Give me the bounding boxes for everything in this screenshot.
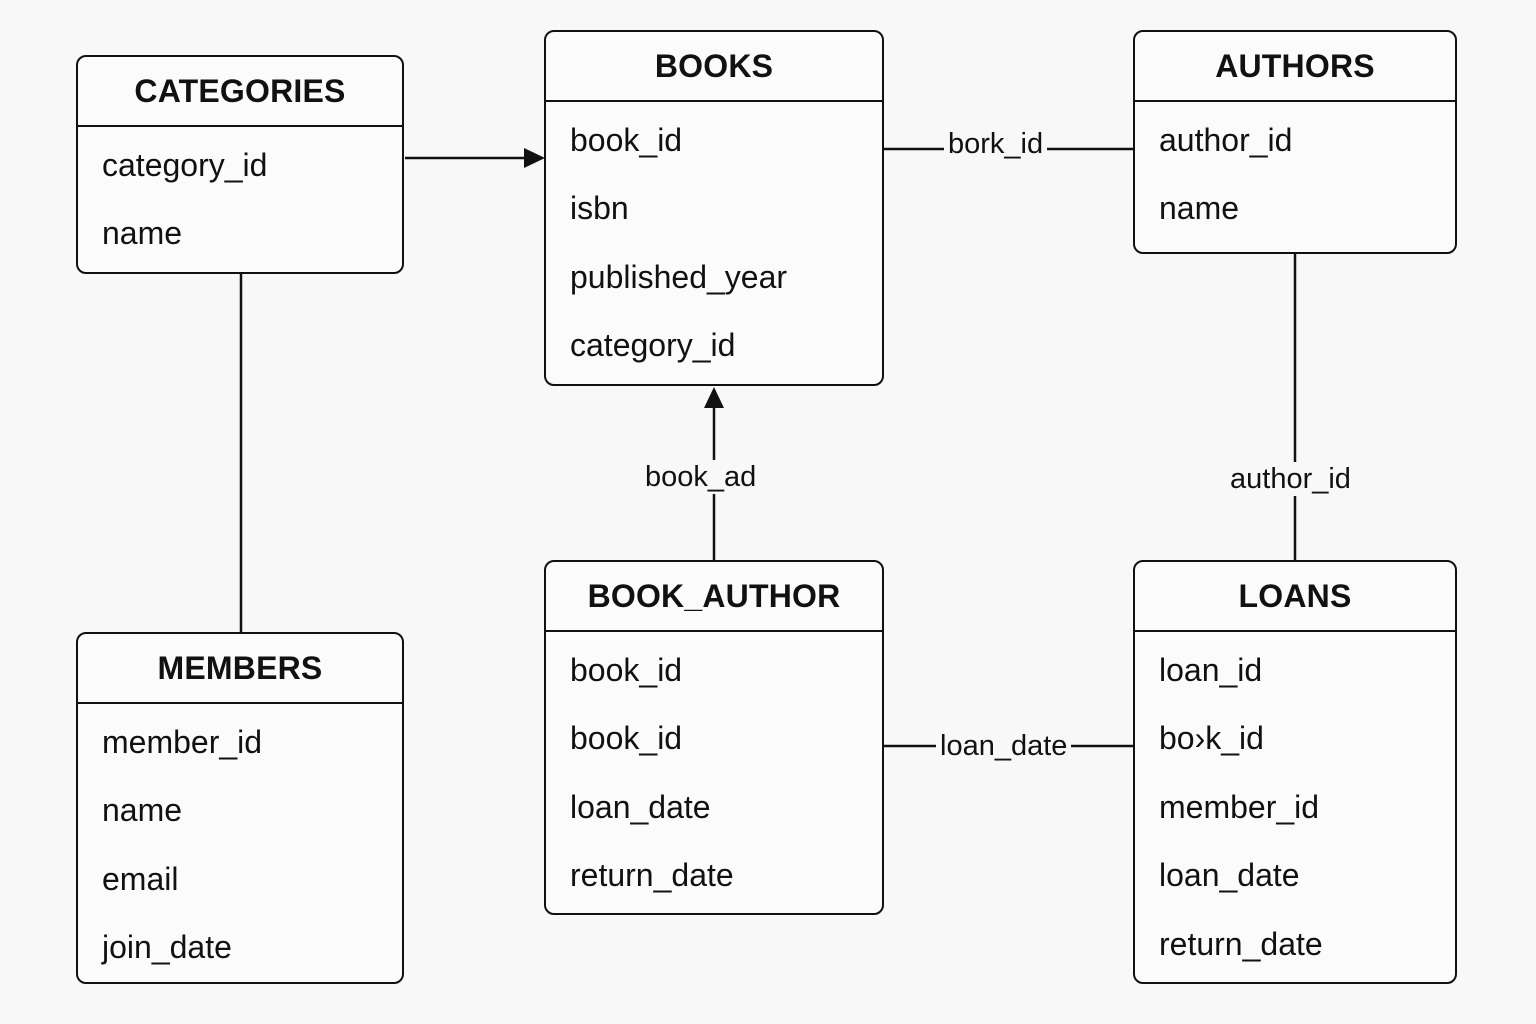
relationship-label-book-author-loans: loan_date [936,729,1072,763]
relationship-label-authors-loans: author_id [1226,462,1355,496]
field-book-id: book_id [570,121,683,158]
entity-title: CATEGORIES [78,57,402,127]
field-join-date: join_date [102,929,232,966]
field-name: name [102,215,183,252]
field-member-id: member_id [1159,788,1320,825]
entity-fields: loan_id bo›k_id member_id loan_date retu… [1135,632,1455,979]
arrowhead-book-author-books [704,387,724,408]
relationship-label-book-author-books: book_ad [641,460,761,494]
field-return-date: return_date [1159,925,1323,962]
entity-fields: category_id name [78,127,402,268]
field-author-id: author_id [1159,121,1293,158]
field-published-year: published_year [570,258,788,295]
entity-title: BOOKS [546,32,882,102]
entity-fields: member_id name email join_date [78,704,402,982]
field-isbn: isbn [570,190,629,227]
field-book-id: bo›k_id [1159,720,1264,757]
entity-fields: book_id isbn published_year category_id [546,102,882,380]
field-loan-date: loan_date [570,788,711,825]
field-category-id: category_id [570,327,736,364]
field-loan-id: loan_id [1159,651,1263,688]
entity-categories: CATEGORIES category_id name [76,55,404,274]
field-book-id: book_id [570,651,683,688]
entity-members: MEMBERS member_id name email join_date [76,632,404,984]
entity-loans: LOANS loan_id bo›k_id member_id loan_dat… [1133,560,1457,984]
field-name: name [102,792,183,829]
field-category-id: category_id [102,146,268,183]
entity-fields: book_id book_id loan_date return_date [546,632,882,910]
field-name: name [1159,190,1240,227]
entity-title: LOANS [1135,562,1455,632]
entity-title: MEMBERS [78,634,402,704]
field-member-id: member_id [102,723,263,760]
entity-books: BOOKS book_id isbn published_year catego… [544,30,884,386]
entity-book-author: BOOK_AUTHOR book_id book_id loan_date re… [544,560,884,915]
entity-title: AUTHORS [1135,32,1455,102]
field-email: email [102,860,179,897]
entity-title: BOOK_AUTHOR [546,562,882,632]
entity-authors: AUTHORS author_id name [1133,30,1457,254]
field-book-id: book_id [570,720,683,757]
entity-fields: author_id name [1135,102,1455,243]
relationship-label-books-authors: bork_id [944,127,1048,161]
field-loan-date: loan_date [1159,857,1300,894]
arrowhead-categories-books [524,148,545,168]
field-return-date: return_date [570,857,734,894]
